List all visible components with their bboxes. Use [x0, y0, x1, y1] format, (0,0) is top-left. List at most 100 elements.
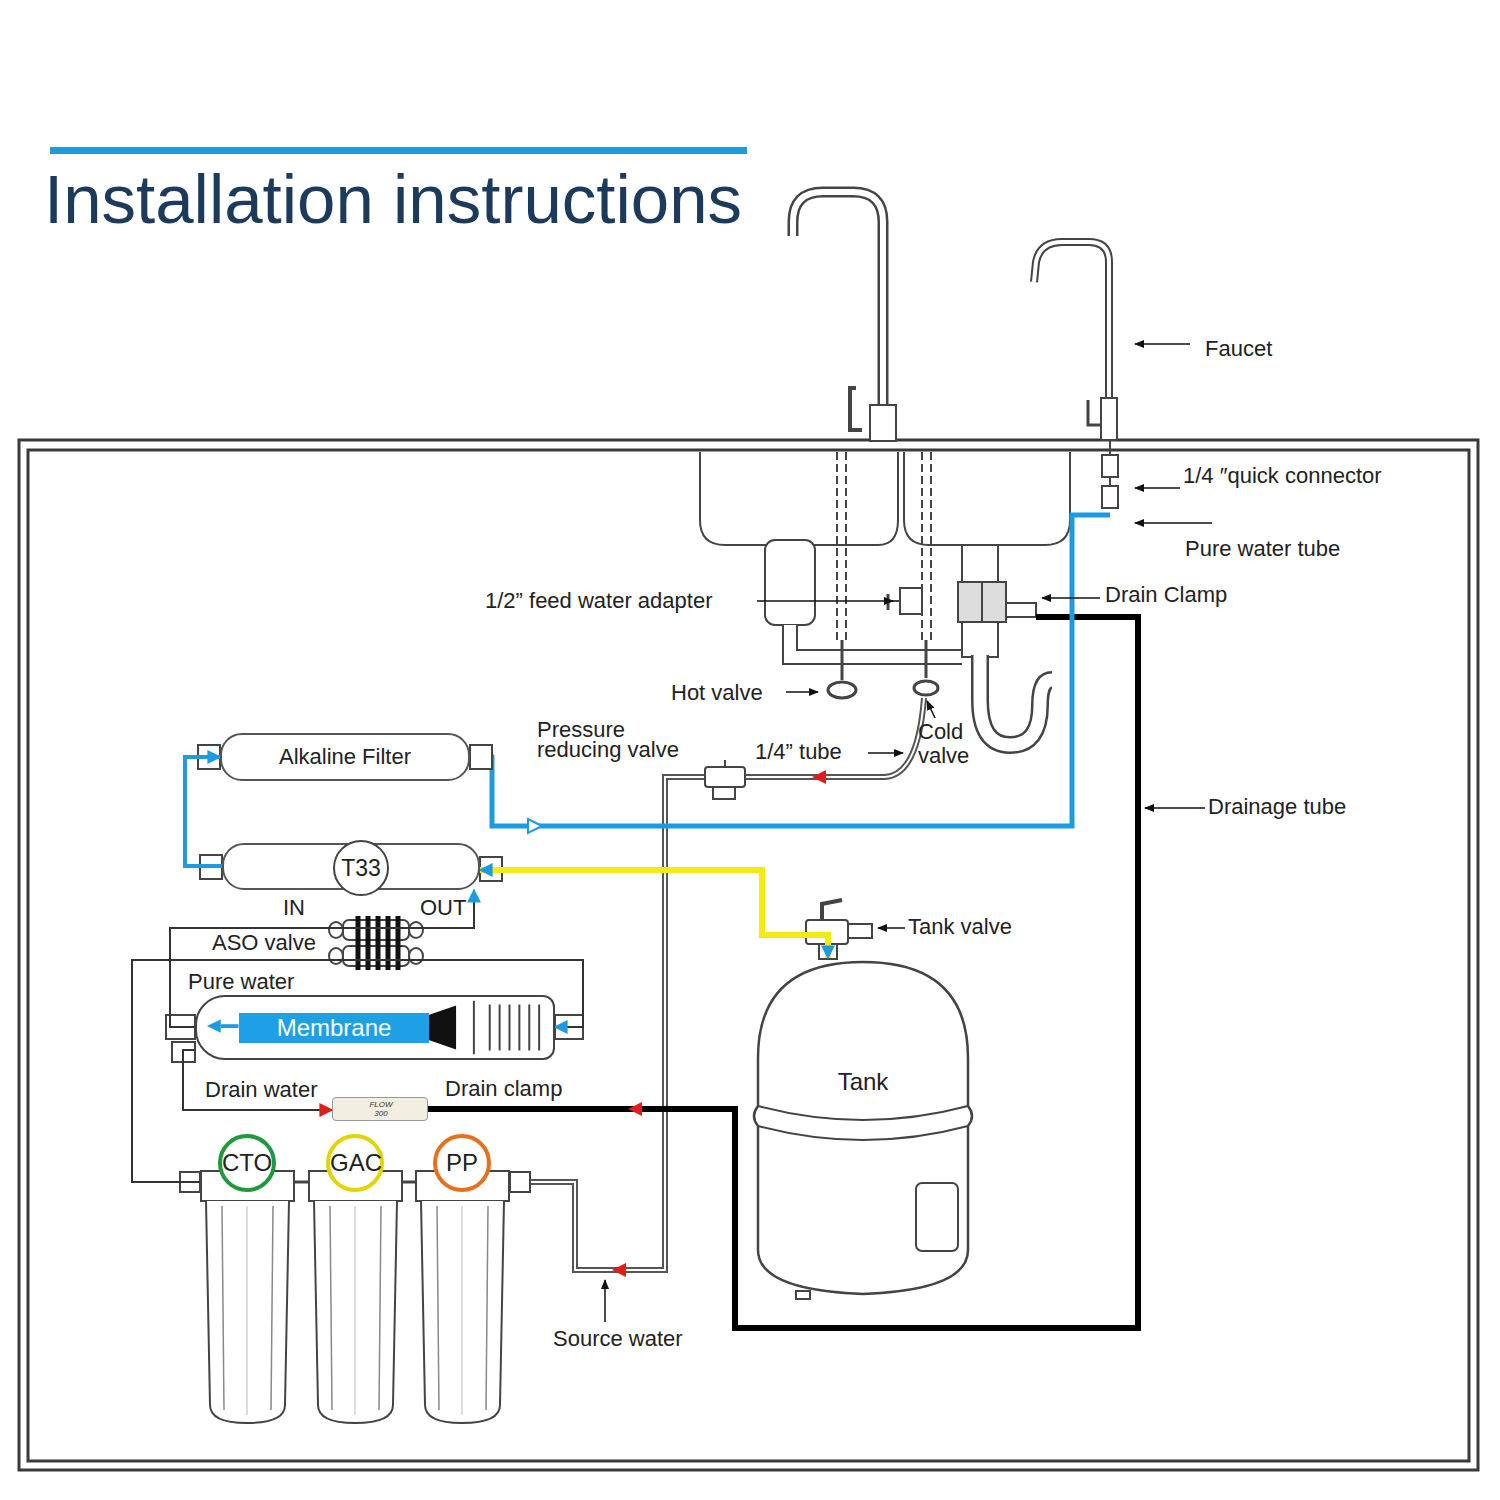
illustration-part	[356, 916, 361, 970]
illustration-part	[28, 450, 1469, 1461]
node-text: T33	[333, 840, 389, 896]
illustration-part	[172, 1042, 195, 1062]
illustration-part	[980, 655, 1052, 745]
illustration-part	[222, 1206, 224, 1410]
illustration-part	[1101, 398, 1117, 440]
drainage-tube	[428, 617, 1138, 1328]
callout-label: 1/2” feed water adapter	[485, 589, 712, 613]
pipe-connector	[185, 757, 222, 866]
membrane-housing: Membrane	[195, 995, 555, 1060]
illustration-part	[921, 452, 923, 640]
illustration-part	[758, 1106, 968, 1120]
illustration-part	[355, 1206, 356, 1415]
illustration-part	[836, 452, 838, 640]
filter-housing: CTO	[200, 1170, 295, 1425]
illustration-part	[528, 1005, 530, 1051]
illustration-part	[555, 1015, 583, 1039]
illustration-part	[329, 948, 343, 964]
pressure-reducing-valve	[705, 760, 745, 799]
illustration-part	[790, 625, 962, 657]
illustration-part	[868, 752, 903, 754]
illustration-part	[409, 948, 423, 964]
illustration-part	[376, 916, 381, 970]
illustration-part	[343, 920, 409, 940]
illustration-part	[958, 582, 1006, 622]
alkaline-filter: Alkaline Filter	[220, 733, 470, 781]
illustration-part	[1006, 603, 1036, 617]
illustration-part	[499, 1005, 501, 1051]
illustration-part	[490, 1005, 539, 1051]
illustration-part	[793, 192, 883, 410]
illustration-part	[705, 767, 745, 787]
illustration-part	[1135, 487, 1180, 489]
illustration-part	[724, 760, 726, 767]
illustration-part	[980, 655, 1052, 745]
illustration-part	[1042, 597, 1100, 599]
drain-assembly	[765, 540, 1052, 745]
illustration-part	[314, 1201, 397, 1423]
callout-label: Cold valve	[918, 720, 980, 768]
illustration-part	[421, 1201, 504, 1423]
illustration-part	[200, 1170, 295, 1425]
illustration-part	[887, 594, 890, 610]
leader-lines	[605, 344, 1212, 1322]
illustration-part	[207, 1020, 221, 1033]
filter-housing: PP	[415, 1170, 510, 1425]
illustration-part	[409, 922, 423, 938]
illustration-part	[437, 1206, 439, 1410]
callout-label: 1/4 ″quick connector	[1183, 464, 1382, 488]
illustration-part	[848, 924, 872, 938]
illustration-part	[925, 640, 928, 678]
callout-label: Tank valve	[908, 915, 1012, 939]
illustration-part	[366, 916, 371, 970]
illustration-part	[200, 855, 222, 879]
tank-valve	[806, 900, 872, 959]
illustration-part	[828, 682, 856, 698]
illustration-part	[1088, 400, 1100, 425]
illustration-part	[793, 192, 883, 410]
illustration-part	[819, 944, 837, 959]
callout-label: Source water	[553, 1327, 683, 1351]
illustration-part	[927, 701, 935, 718]
illustration-part	[1135, 343, 1190, 345]
illustration-part	[489, 1005, 491, 1051]
illustration-part	[930, 452, 932, 640]
title-bar	[50, 147, 747, 154]
callout-label: Drain Clamp	[1105, 583, 1227, 607]
illustration-part	[379, 1206, 381, 1410]
illustration-part	[1102, 486, 1118, 508]
illustration-part	[1135, 522, 1212, 524]
callout-label: Hot valve	[671, 681, 763, 705]
illustration-part	[538, 1005, 540, 1051]
illustration-part	[198, 745, 220, 769]
illustration-part	[748, 958, 978, 1300]
illustration-part	[806, 920, 848, 944]
storage-tank: Tank	[748, 958, 978, 1300]
aso-valve	[329, 916, 423, 970]
illustration-part	[765, 540, 815, 625]
illustration-part	[786, 691, 818, 693]
callout-label: Pressure reducing valve	[537, 720, 692, 760]
filter-housing: GAC	[308, 1170, 403, 1425]
pipe-connector	[295, 1181, 308, 1184]
illustration-part	[700, 452, 898, 545]
illustration-part	[745, 698, 924, 777]
illustration-part	[271, 1206, 273, 1410]
illustration-part	[962, 545, 998, 657]
illustration-part	[473, 1001, 475, 1054]
callout-label: Faucet	[1205, 337, 1272, 361]
node-text: Alkaline Filter	[222, 735, 468, 779]
supply-lines	[837, 452, 931, 640]
illustration-part	[1102, 455, 1118, 477]
illustration-part	[462, 1206, 463, 1415]
illustration-part	[166, 1015, 195, 1039]
callout-label: 1/4” tube	[755, 740, 842, 764]
illustration-part	[308, 1170, 403, 1425]
illustration-part	[870, 405, 896, 441]
illustration-part	[1109, 440, 1111, 455]
illustration-part	[480, 857, 502, 881]
node-text: Membrane	[239, 1013, 429, 1043]
illustration-part	[180, 1172, 200, 1192]
flow-restrictor: FLOW 300	[332, 1097, 428, 1121]
